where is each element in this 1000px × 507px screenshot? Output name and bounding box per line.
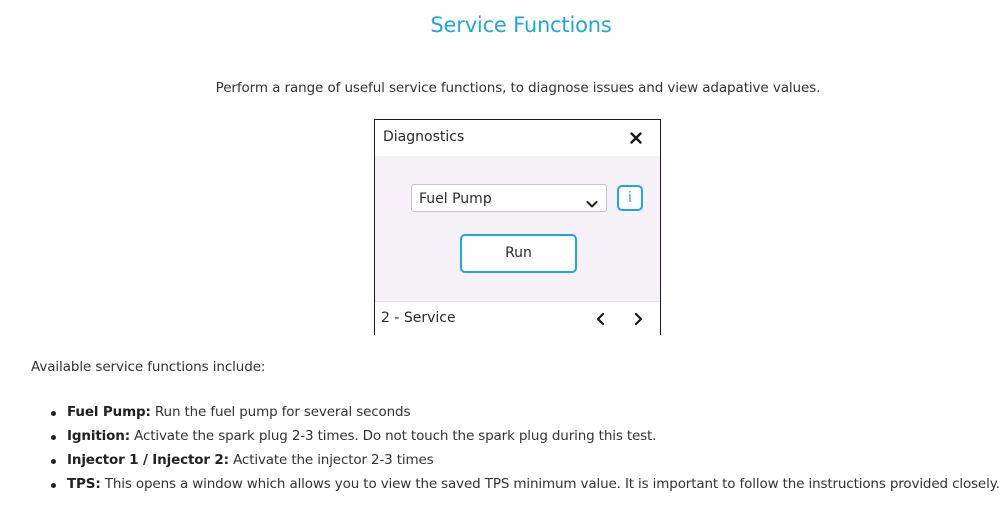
list-item-term: Fuel Pump: [67,404,151,420]
info-button[interactable]: i [617,185,643,211]
bullet-icon [51,483,56,488]
list-item-text: Activate the injector 2-3 times [228,452,434,468]
page-title: Service Functions [430,13,612,37]
bullet-icon [51,411,56,416]
dialog-title: Diagnostics [383,129,465,145]
bullet-icon [51,435,56,440]
service-function-select[interactable]: Fuel Pump [411,184,607,212]
list-item-text: This opens a window which allows you to … [100,476,1000,492]
diagnostics-dialog: Diagnostics Fuel Pump i Run 2 - Service [374,119,661,335]
list-item: Fuel Pump: Run the fuel pump for several… [48,404,1000,428]
list-item-term: Injector 1 / Injector 2: [67,452,229,468]
page-intro: Perform a range of useful service functi… [215,80,821,96]
list-item-text: Activate the spark plug 2-3 times. Do no… [129,428,657,444]
dialog-footer: 2 - Service [375,301,660,335]
close-icon[interactable] [629,130,643,144]
service-function-list: Fuel Pump: Run the fuel pump for several… [48,404,1000,500]
chevron-right-icon[interactable] [631,311,645,326]
list-item: Injector 1 / Injector 2: Activate the in… [48,452,1000,476]
dialog-header: Diagnostics [375,120,660,157]
section-intro: Available service functions include: [31,359,266,375]
list-item-term: TPS: [67,476,101,492]
list-item: TPS: This opens a window which allows yo… [48,476,1000,500]
list-item-term: Ignition: [67,428,130,444]
chevron-left-icon[interactable] [594,311,608,326]
page-indicator: 2 - Service [381,310,456,326]
bullet-icon [51,459,56,464]
select-value: Fuel Pump [419,191,492,207]
list-item-text: Run the fuel pump for several seconds [150,404,411,420]
dialog-body: Fuel Pump i Run [375,156,660,301]
run-button[interactable]: Run [460,234,577,273]
list-item: Ignition: Activate the spark plug 2-3 ti… [48,428,1000,452]
chevron-down-icon [586,194,598,208]
